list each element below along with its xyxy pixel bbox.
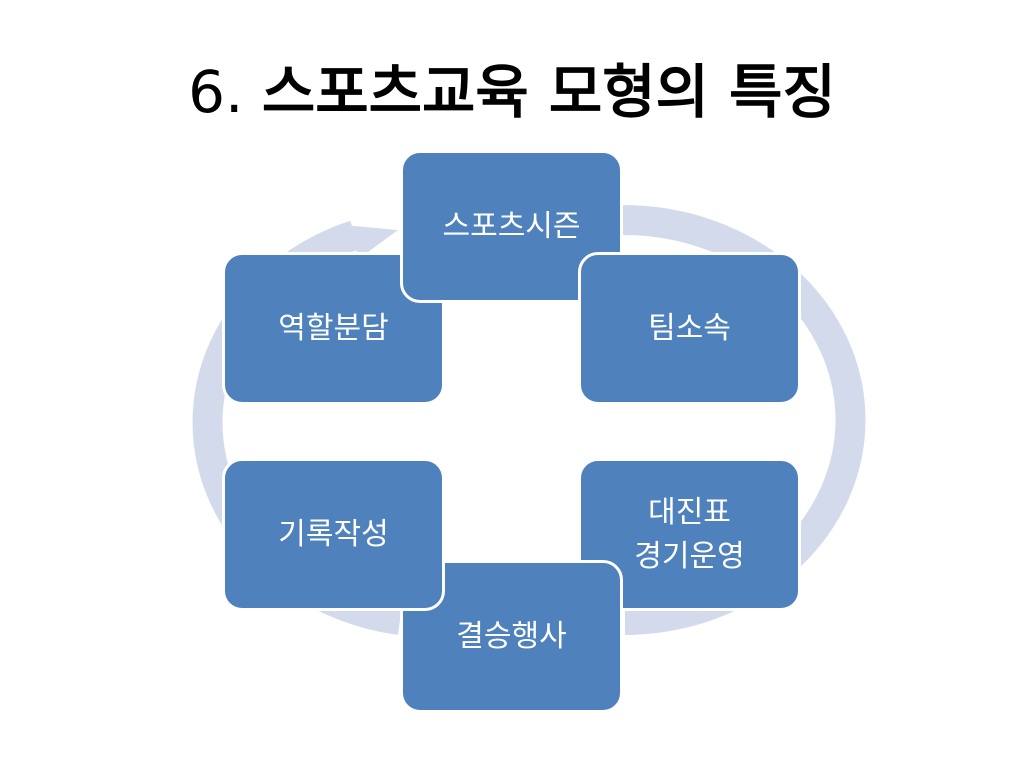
- slide-title: 6. 스포츠교육 모형의 특징: [0, 52, 1024, 132]
- slide-title-number: 6.: [188, 58, 244, 126]
- slide-title-text: 스포츠교육 모형의 특징: [261, 58, 836, 126]
- cycle-arrow-icon: [343, 225, 398, 258]
- node-sport-season: 스포츠시즌: [400, 150, 623, 303]
- node-record-keeping: 기록작성: [222, 458, 445, 611]
- node-team-affiliation: 팀소속: [578, 252, 801, 405]
